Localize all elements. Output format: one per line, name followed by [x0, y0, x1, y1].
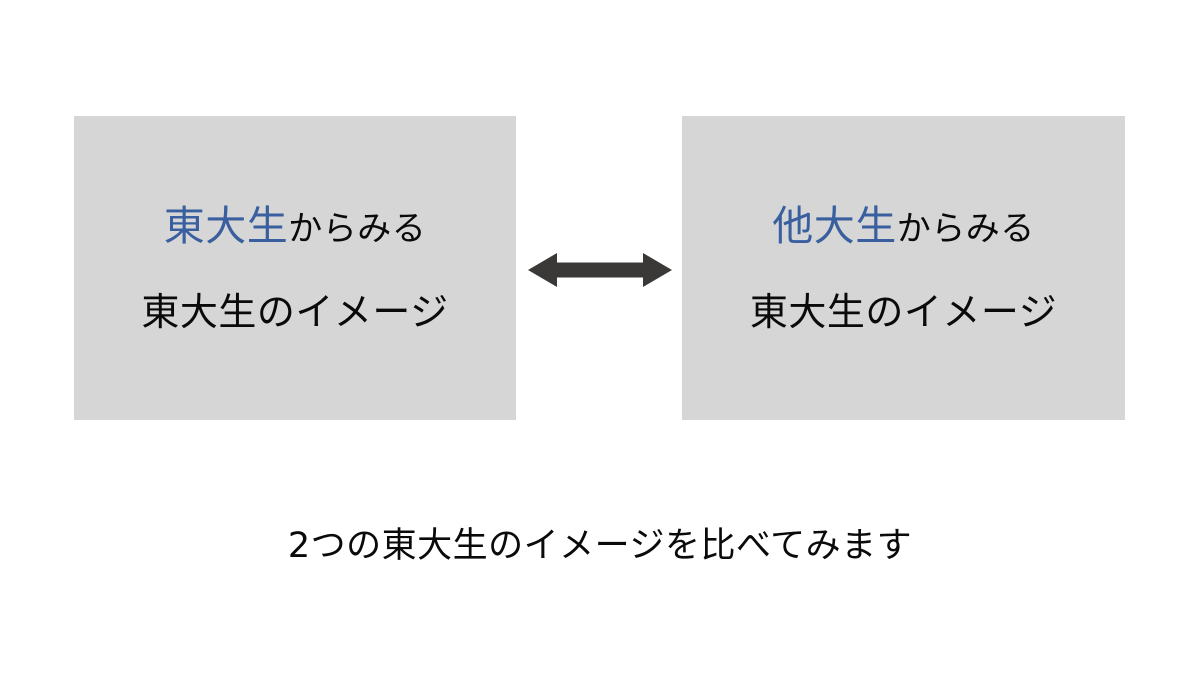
panel-right-line-2: 東大生のイメージ — [749, 289, 1058, 334]
comparison-panel-left: 東大生 からみる 東大生のイメージ — [74, 116, 516, 420]
arrow-shape — [528, 253, 672, 287]
panel-right-line-1: 他大生 からみる — [772, 201, 1035, 250]
double-headed-arrow-svg — [528, 253, 672, 287]
double-headed-arrow-icon — [528, 250, 672, 290]
panel-right-emphasis-text: 他大生 — [772, 201, 897, 250]
slide-caption: 2つの東大生のイメージを比べてみます — [287, 526, 913, 566]
comparison-panel-right: 他大生 からみる 東大生のイメージ — [682, 116, 1125, 420]
panel-left-emphasis-text: 東大生 — [163, 201, 289, 250]
panel-left-tail-text: からみる — [288, 208, 427, 249]
panel-left-line-1: 東大生 からみる — [163, 201, 427, 250]
panel-left-line-2: 東大生のイメージ — [141, 289, 449, 334]
panel-right-tail-text: からみる — [896, 208, 1035, 249]
